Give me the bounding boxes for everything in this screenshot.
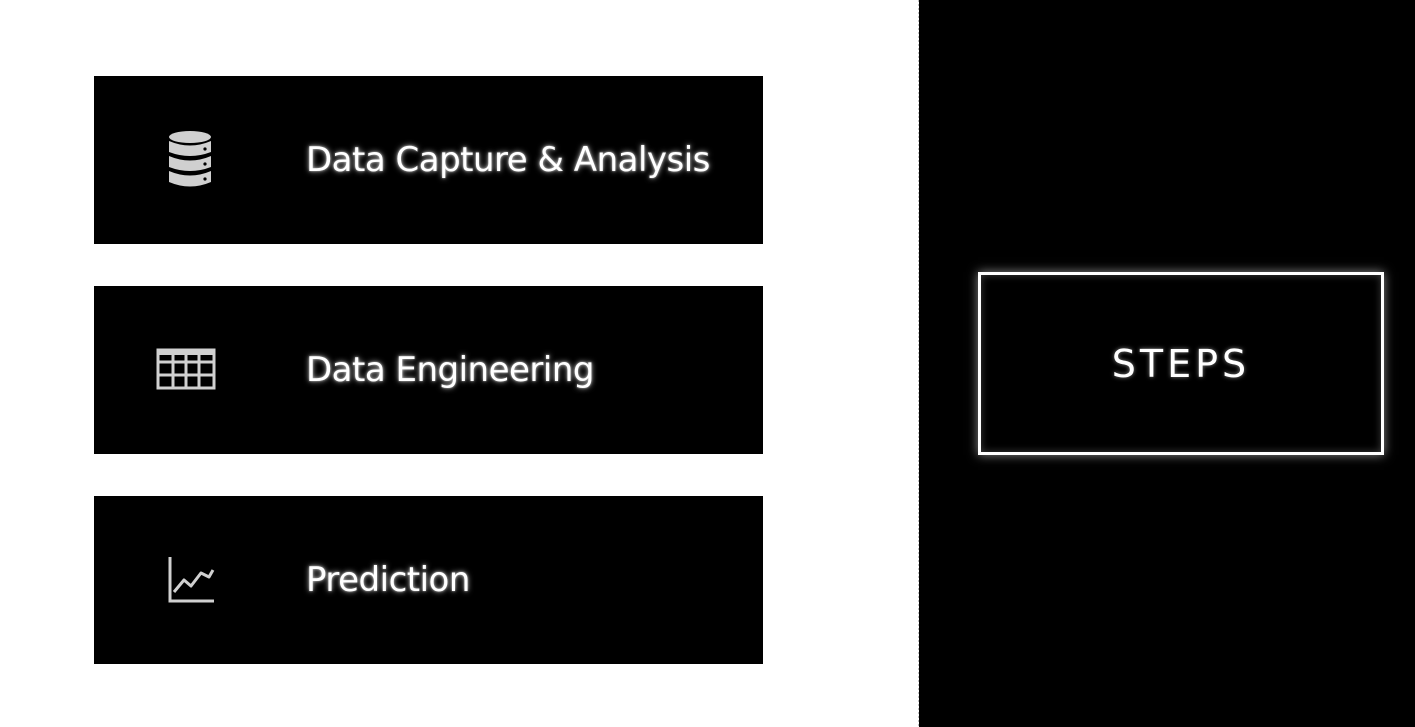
line-chart-icon <box>154 540 234 620</box>
step-card-data-capture: Data Capture & Analysis <box>94 76 763 244</box>
database-icon <box>154 120 234 200</box>
title-box: STEPS <box>978 272 1384 455</box>
step-card-prediction: Prediction <box>94 496 763 664</box>
step-label: Prediction <box>306 560 470 600</box>
step-label: Data Capture & Analysis <box>306 140 710 180</box>
title-panel: STEPS <box>919 0 1415 727</box>
step-label: Data Engineering <box>306 350 595 390</box>
table-icon <box>154 330 234 410</box>
step-card-data-engineering: Data Engineering <box>94 286 763 454</box>
page-title: STEPS <box>1111 341 1251 386</box>
